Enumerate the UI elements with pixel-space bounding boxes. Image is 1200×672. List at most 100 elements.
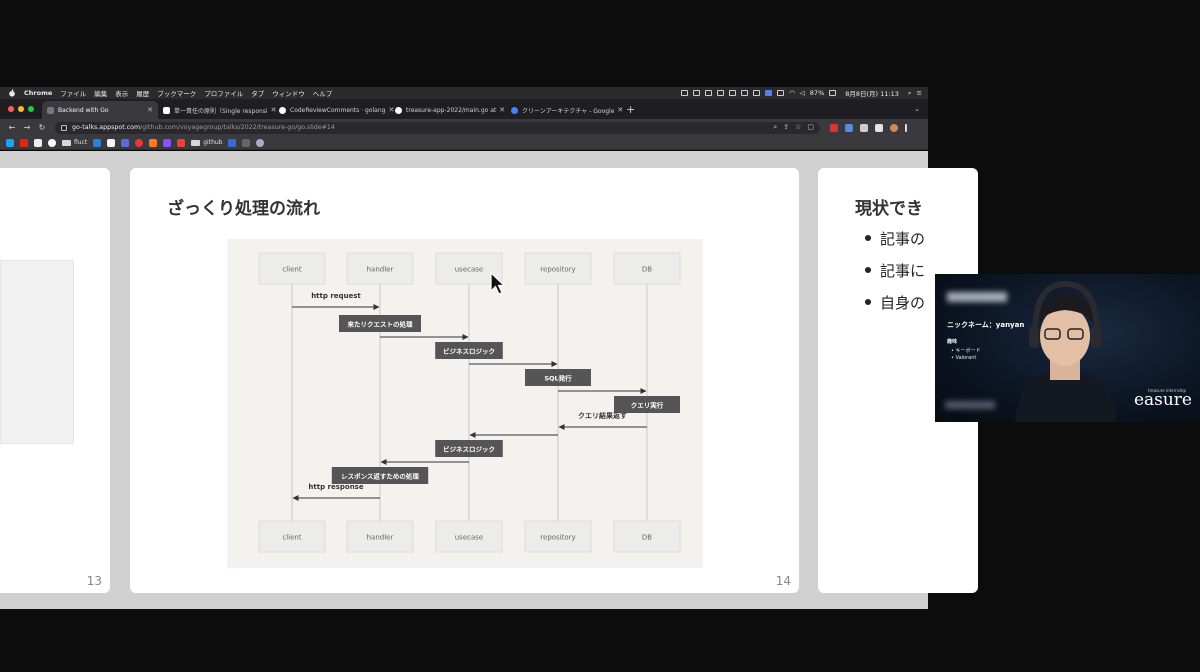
close-tab-icon[interactable]: ✕ <box>388 106 395 114</box>
profile-avatar[interactable] <box>890 123 898 132</box>
chrome-menu-icon[interactable] <box>905 123 907 132</box>
wifi-icon[interactable]: ◠ <box>789 89 795 97</box>
bookmark-github-icon[interactable] <box>48 138 56 147</box>
activation-box <box>525 369 591 386</box>
bookmark-gmail-icon[interactable] <box>177 138 186 147</box>
bookmark-folder-fluct[interactable]: fluct <box>62 139 87 146</box>
webcam-overlay: ニックネーム：yanyan 趣味 • キーボード • Valorant trea… <box>935 274 1200 422</box>
lock-icon[interactable] <box>61 124 67 131</box>
apple-icon[interactable] <box>8 89 16 97</box>
status-icon-4[interactable] <box>717 90 725 96</box>
bookmark-youtube-icon[interactable] <box>20 138 28 147</box>
menu-tab[interactable]: タブ <box>251 90 265 98</box>
status-icon-3[interactable] <box>705 90 713 96</box>
close-tab-icon[interactable]: ✕ <box>499 106 506 114</box>
tab-clean-architecture[interactable]: クリーンアーキテクチャ - Google ✕ <box>506 101 624 119</box>
menu-history[interactable]: 履歴 <box>136 90 150 98</box>
activation-box <box>614 396 680 413</box>
reload-icon[interactable]: ↻ <box>38 123 46 132</box>
folder-icon <box>62 139 71 146</box>
forward-arrow-icon[interactable]: → <box>23 123 31 132</box>
volume-icon[interactable]: ◁ <box>799 89 805 97</box>
close-tab-icon[interactable]: ✕ <box>617 106 624 114</box>
bookmark-twitter-icon[interactable] <box>6 138 14 147</box>
bookmark-blue-icon[interactable] <box>93 138 102 147</box>
zoom-window-button[interactable] <box>28 106 34 112</box>
close-window-button[interactable] <box>8 106 14 112</box>
participant-label: client <box>282 266 301 274</box>
status-icons: ◠ ◁ 87% 8月8日(月) 11:13 ⌕ ≡ <box>681 88 928 98</box>
bookmark-doc-icon[interactable] <box>107 138 116 147</box>
close-tab-icon[interactable]: ✕ <box>147 106 153 114</box>
bookmark-b-icon[interactable] <box>34 138 42 147</box>
menu-window[interactable]: ウィンドウ <box>272 90 305 98</box>
menu-file[interactable]: ファイル <box>60 90 87 98</box>
extension-wrench-icon[interactable] <box>845 123 853 132</box>
blurred-name <box>947 292 1007 302</box>
status-icon-6[interactable] <box>741 90 749 96</box>
message-label: http request <box>311 292 361 300</box>
extension-box-icon[interactable]: ▢ <box>807 123 814 131</box>
bookmark-grid-icon[interactable] <box>121 138 130 147</box>
battery-icon[interactable] <box>829 90 837 96</box>
bookmark-purple-icon[interactable] <box>163 138 172 147</box>
participant-box <box>524 520 592 553</box>
bookmark-gray-icon[interactable] <box>242 138 251 147</box>
slide-previous[interactable]: 13 <box>0 168 110 593</box>
tab-single-responsibility[interactable]: 単一責任の原則（Single responsi ✕ <box>158 101 277 119</box>
status-icon-1[interactable] <box>681 90 689 96</box>
extension-red-icon[interactable] <box>830 123 838 132</box>
tab-title: treasure-app-2022/main.go at <box>406 106 497 114</box>
menu-edit[interactable]: 編集 <box>94 90 108 98</box>
participant-label: repository <box>540 534 575 542</box>
extensions-puzzle-icon[interactable] <box>860 123 868 132</box>
bookmark-slash-icon[interactable] <box>228 138 237 147</box>
list-item: 記事に <box>864 262 926 280</box>
side-panel-icon[interactable] <box>875 123 883 132</box>
tab-title: クリーンアーキテクチャ - Google <box>522 107 615 115</box>
minimize-window-button[interactable] <box>18 106 24 112</box>
slide-number: 13 <box>86 574 102 588</box>
input-method-icon[interactable] <box>765 90 773 96</box>
bookmark-folder-github[interactable]: github <box>191 139 222 146</box>
participant-box <box>258 520 326 553</box>
status-icon-8[interactable] <box>777 90 785 96</box>
menu-app-name[interactable]: Chrome <box>24 89 53 97</box>
share-icon[interactable]: ⇪ <box>783 123 790 131</box>
bookmark-star-icon[interactable]: ☆ <box>795 123 802 131</box>
clock[interactable]: 8月8日(月) 11:13 <box>845 90 899 98</box>
status-icon-7[interactable] <box>753 90 761 96</box>
tab-treasure-app-main[interactable]: treasure-app-2022/main.go at ✕ <box>390 101 506 119</box>
menu-view[interactable]: 表示 <box>115 90 129 98</box>
bookmark-orange-icon[interactable] <box>149 138 158 147</box>
menu-profile[interactable]: プロファイル <box>204 90 244 98</box>
menu-help[interactable]: ヘルプ <box>312 90 333 98</box>
github-favicon-icon <box>395 106 402 114</box>
zoom-icon[interactable]: ⌕ <box>773 123 778 131</box>
address-bar[interactable]: go-talks.appspot.com /github.com/voyageg… <box>55 121 820 134</box>
status-icon-2[interactable] <box>693 90 701 96</box>
participant-box <box>613 252 681 285</box>
menu-bookmarks[interactable]: ブックマーク <box>157 90 197 98</box>
bookmark-circle-icon[interactable] <box>256 138 265 147</box>
tab-backend-with-go[interactable]: Backend with Go ✕ <box>42 101 158 119</box>
tab-search-chevron-icon[interactable]: ⌄ <box>914 105 920 113</box>
participant-label: handler <box>367 534 394 542</box>
tab-code-review-comments[interactable]: CodeReviewComments · golang ✕ <box>274 101 394 119</box>
new-tab-button[interactable]: + <box>626 102 636 116</box>
bookmark-red-icon[interactable] <box>135 138 144 147</box>
close-tab-icon[interactable]: ✕ <box>270 106 277 114</box>
back-arrow-icon[interactable]: ← <box>8 123 16 132</box>
google-favicon-icon <box>511 106 518 114</box>
spotlight-icon[interactable]: ⌕ <box>907 88 912 97</box>
participant-box <box>258 252 326 285</box>
status-icon-5[interactable] <box>729 90 737 96</box>
participant-box <box>613 520 681 553</box>
control-center-icon[interactable]: ≡ <box>916 89 922 97</box>
github-favicon-icon <box>279 106 286 114</box>
hobby-text: Valorant <box>955 355 977 361</box>
